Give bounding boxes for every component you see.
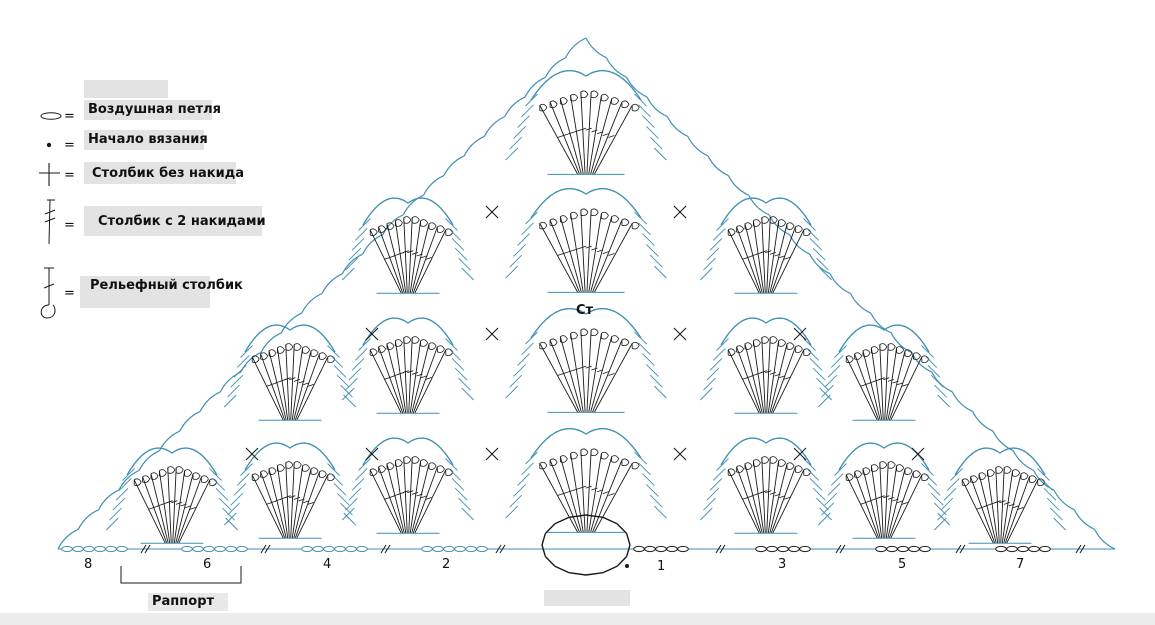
base-slash-6 [835, 544, 846, 554]
row-number-4: 4 [323, 557, 332, 572]
fan-motif-4 [699, 197, 833, 294]
fan-motif-6 [341, 317, 475, 414]
legend-label-treble: Столбик с 2 накидами [98, 214, 266, 229]
row-number-8: 8 [84, 557, 93, 572]
base-slash-1 [140, 544, 151, 554]
row-number-2: 2 [442, 557, 451, 572]
fan-motif-7 [699, 317, 833, 414]
fan-motif-5 [505, 308, 667, 413]
base-chain-6 [755, 545, 811, 553]
repeat-label: Раппорт [152, 594, 215, 609]
bottom-bar [0, 613, 1155, 625]
legend-symbols [39, 112, 62, 319]
x-mark-11 [793, 447, 807, 461]
base-chain-5 [633, 545, 689, 553]
base-slash-2 [260, 544, 271, 554]
x-mark-7 [245, 447, 259, 461]
caption-blur [544, 590, 630, 606]
starting-ring [541, 514, 631, 576]
x-mark-1 [485, 205, 499, 219]
center-label: Ст [576, 303, 594, 318]
legend-label-post: Рельефный столбик [90, 278, 243, 293]
row-number-7: 7 [1016, 557, 1025, 572]
base-chain-4 [421, 545, 488, 553]
fan-motif-11 [341, 437, 475, 534]
double-treble-icon [44, 199, 56, 245]
fan-motif-15 [105, 447, 239, 544]
base-chain-8 [995, 545, 1051, 553]
fan-motif-3 [341, 197, 475, 294]
x-mark-5 [673, 327, 687, 341]
fan-motif-16 [933, 447, 1067, 544]
x-mark-9 [485, 447, 499, 461]
start-dot [625, 564, 629, 568]
repeat-bracket [120, 566, 242, 584]
base-chain-row [58, 544, 1115, 554]
row-number-6: 6 [203, 557, 212, 572]
fan-motif-14 [817, 442, 951, 539]
fan-motif-2 [505, 188, 667, 293]
base-slash-5 [715, 544, 726, 554]
chain-icon [40, 112, 62, 120]
fan-motif-12 [699, 437, 833, 534]
x-mark-6 [793, 327, 807, 341]
start-dot-icon [46, 142, 52, 148]
legend-equals: = [64, 109, 75, 124]
post-stitch-icon [40, 267, 56, 319]
legend-label-single: Столбик без накида [92, 166, 244, 181]
right-edge [585, 37, 1116, 550]
fan-motif-13 [223, 442, 357, 539]
x-mark-8 [365, 447, 379, 461]
row-number-5: 5 [898, 557, 907, 572]
legend-header-blur [84, 80, 168, 98]
fan-motif-9 [817, 324, 951, 421]
legend-label-start: Начало вязания [88, 132, 208, 147]
x-mark-3 [365, 327, 379, 341]
base-chain-7 [875, 545, 931, 553]
x-mark-4 [485, 327, 499, 341]
legend-label-chain: Воздушная петля [88, 102, 222, 117]
row-number-3: 3 [778, 557, 787, 572]
left-edge [57, 37, 587, 550]
fan-motif-10 [505, 428, 667, 533]
x-mark-10 [673, 447, 687, 461]
single-crochet-icon [39, 163, 60, 186]
base-slash-4 [495, 544, 506, 554]
base-slash-8 [1075, 544, 1086, 554]
base-chain-1 [61, 545, 128, 553]
base-slash-3 [380, 544, 391, 554]
fan-motif-8 [223, 324, 357, 421]
fan-motif-1 [505, 70, 667, 175]
base-chain-2 [181, 545, 248, 553]
single-crochet-marks [245, 205, 925, 461]
base-chain-3 [301, 545, 368, 553]
triangle-outline [57, 37, 1116, 550]
x-mark-12 [911, 447, 925, 461]
x-mark-2 [673, 205, 687, 219]
row-number-1: 1 [657, 559, 666, 574]
base-slash-7 [955, 544, 966, 554]
